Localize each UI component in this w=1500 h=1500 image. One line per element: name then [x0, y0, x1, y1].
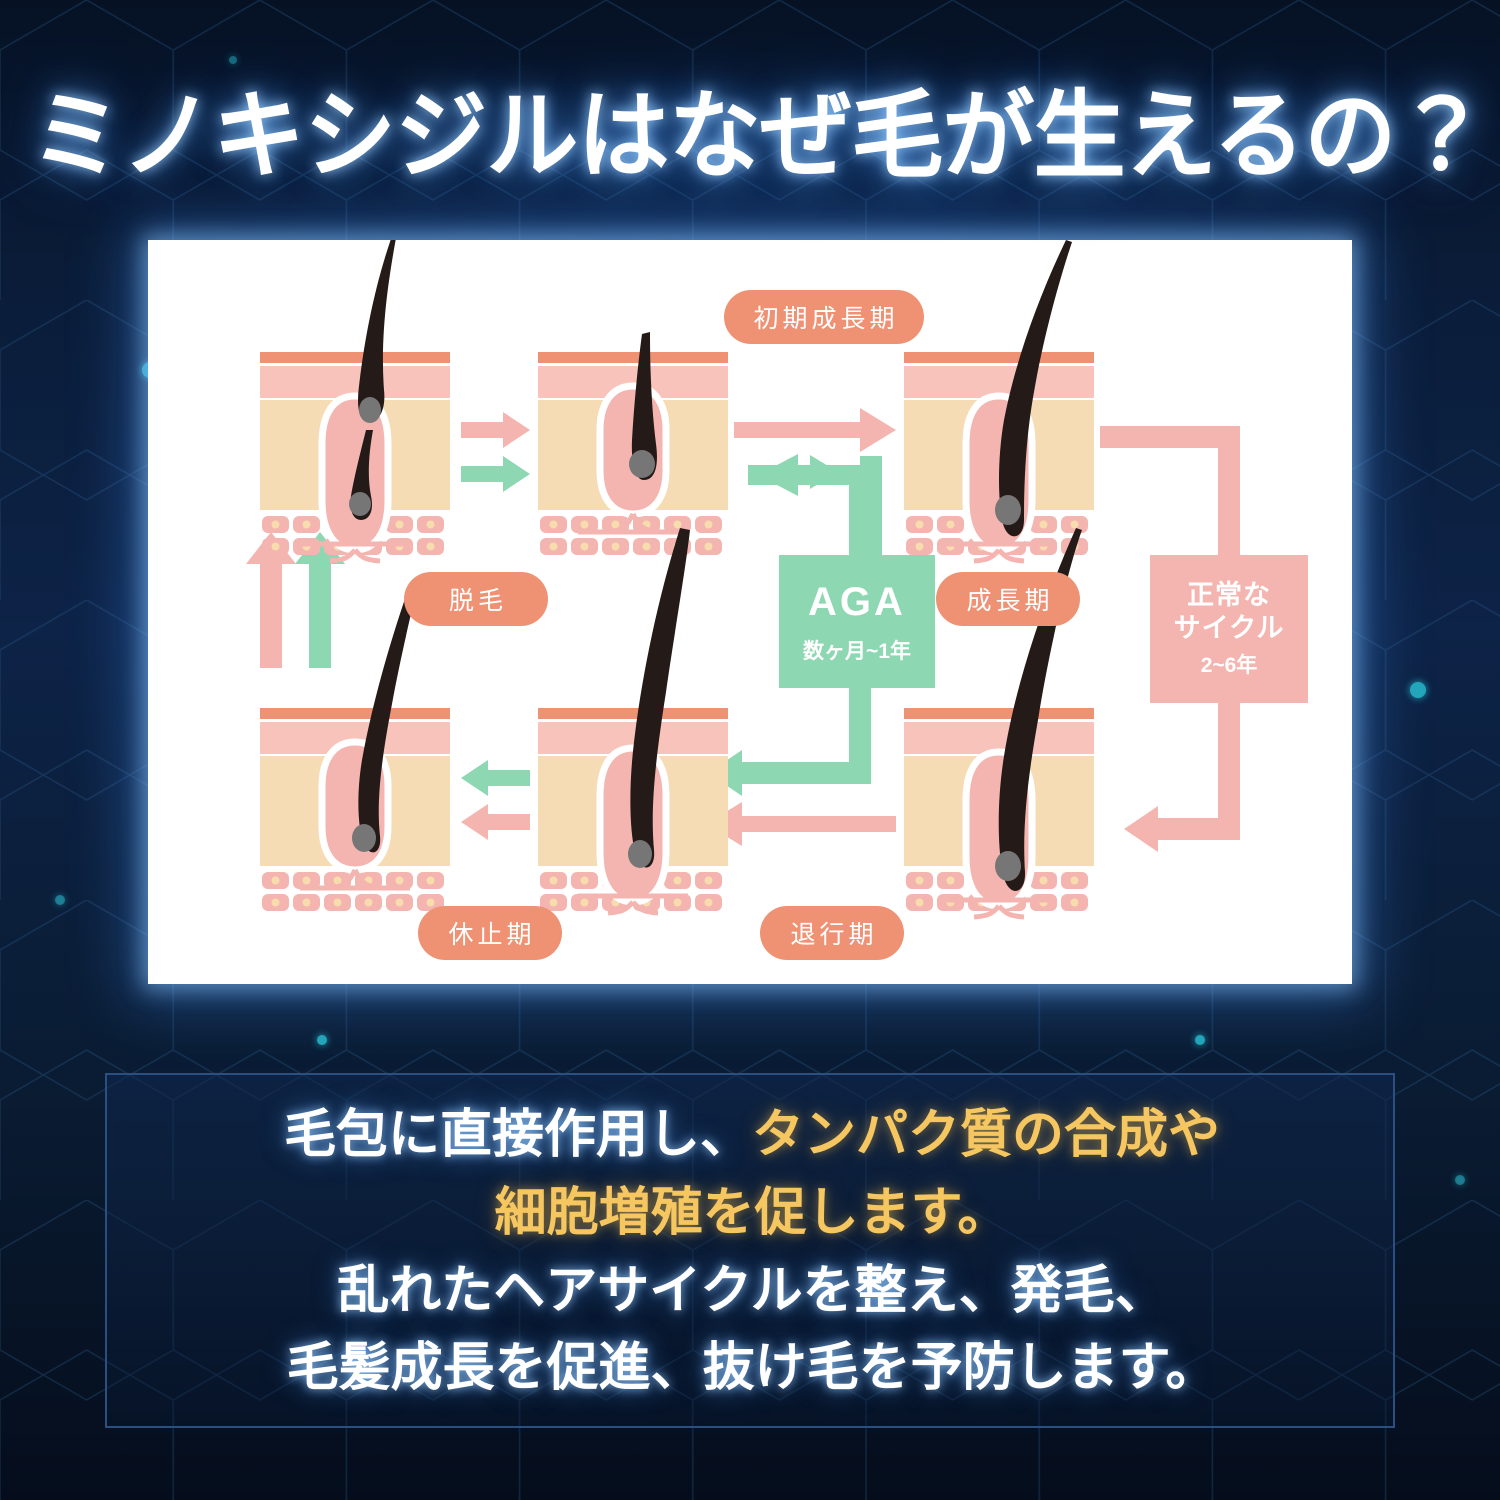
- cycle-box-normal[interactable]: 正常な サイクル 2~6年: [1150, 555, 1308, 703]
- arrow-pink-left-bottom-left: [461, 804, 530, 840]
- skin-stage-shedding: [260, 240, 450, 561]
- stage-label-telogen[interactable]: 休止期: [418, 906, 562, 960]
- description-text-group: 毛包に直接作用し、タンパク質の合成や 細胞増殖を促します。 乱れたヘアサイクルを…: [107, 1075, 1397, 1430]
- arrow-pink-left-bottom-center: [706, 802, 896, 846]
- arrow-green-right-top-left: [461, 456, 530, 492]
- description-line-1-white: 毛包に直接作用し、: [283, 1105, 752, 1164]
- description-line-3: 乱れたヘアサイクルを整え、発毛、: [337, 1261, 1167, 1320]
- description-box: 毛包に直接作用し、タンパク質の合成や 細胞増殖を促します。 乱れたヘアサイクルを…: [105, 1073, 1395, 1428]
- stage-label-anagen[interactable]: 成長期: [936, 572, 1080, 626]
- arrow-green-left-bottom-left: [461, 760, 530, 796]
- normal-cycle-duration: 2~6年: [1200, 654, 1258, 678]
- skin-stage-initial-growth: [538, 332, 728, 555]
- normal-cycle-title-line2: サイクル: [1173, 613, 1285, 644]
- aga-duration: 数ヶ月~1年: [803, 640, 911, 664]
- arrow-green-aga-up-head: [788, 455, 882, 572]
- page-title: ミノキシジルはなぜ毛が生えるの？: [30, 83, 1487, 190]
- hair-cycle-diagram-svg: [246, 240, 1240, 984]
- aga-title: AGA: [808, 580, 906, 625]
- arrow-green-aga-down: [708, 688, 871, 796]
- description-line-4: 毛髪成長を促進、抜け毛を予防します。: [286, 1339, 1218, 1398]
- description-line-2-highlight: 細胞増殖を促します。: [494, 1183, 1010, 1242]
- arrow-pink-up-left: [246, 532, 296, 668]
- skin-stage-anagen: [904, 240, 1094, 561]
- arrow-green-up-left: [295, 532, 345, 668]
- skin-stage-telogen: [260, 590, 450, 911]
- stage-label-catagen[interactable]: 退行期: [760, 906, 904, 960]
- skin-stage-catagen: [538, 528, 728, 913]
- stage-label-initial-growth[interactable]: 初期成長期: [724, 290, 924, 344]
- description-line-1-highlight: タンパク質の合成や: [752, 1105, 1221, 1164]
- description-line-2: 細胞増殖を促します。: [495, 1177, 1010, 1251]
- arrow-pink-right-top-center: [734, 408, 896, 452]
- arrow-green-aga-up: [748, 454, 871, 572]
- arrow-pink-right-top-left: [461, 412, 530, 448]
- page-title-wrapper: ミノキシジルはなぜ毛が生えるの？: [0, 58, 1500, 197]
- hair-cycle-diagram-panel: 初期成長期 成長期 退行期 休止期 脱毛 AGA 数ヶ月~1年 正常な サイクル…: [148, 240, 1352, 984]
- cycle-box-aga[interactable]: AGA 数ヶ月~1年: [779, 555, 935, 688]
- normal-cycle-title-line1: 正常な: [1187, 580, 1271, 611]
- description-line-1: 毛包に直接作用し、タンパク質の合成や: [284, 1099, 1220, 1173]
- stage-label-shedding[interactable]: 脱毛: [404, 572, 548, 626]
- skin-stage-anagen-bottom: [904, 528, 1094, 917]
